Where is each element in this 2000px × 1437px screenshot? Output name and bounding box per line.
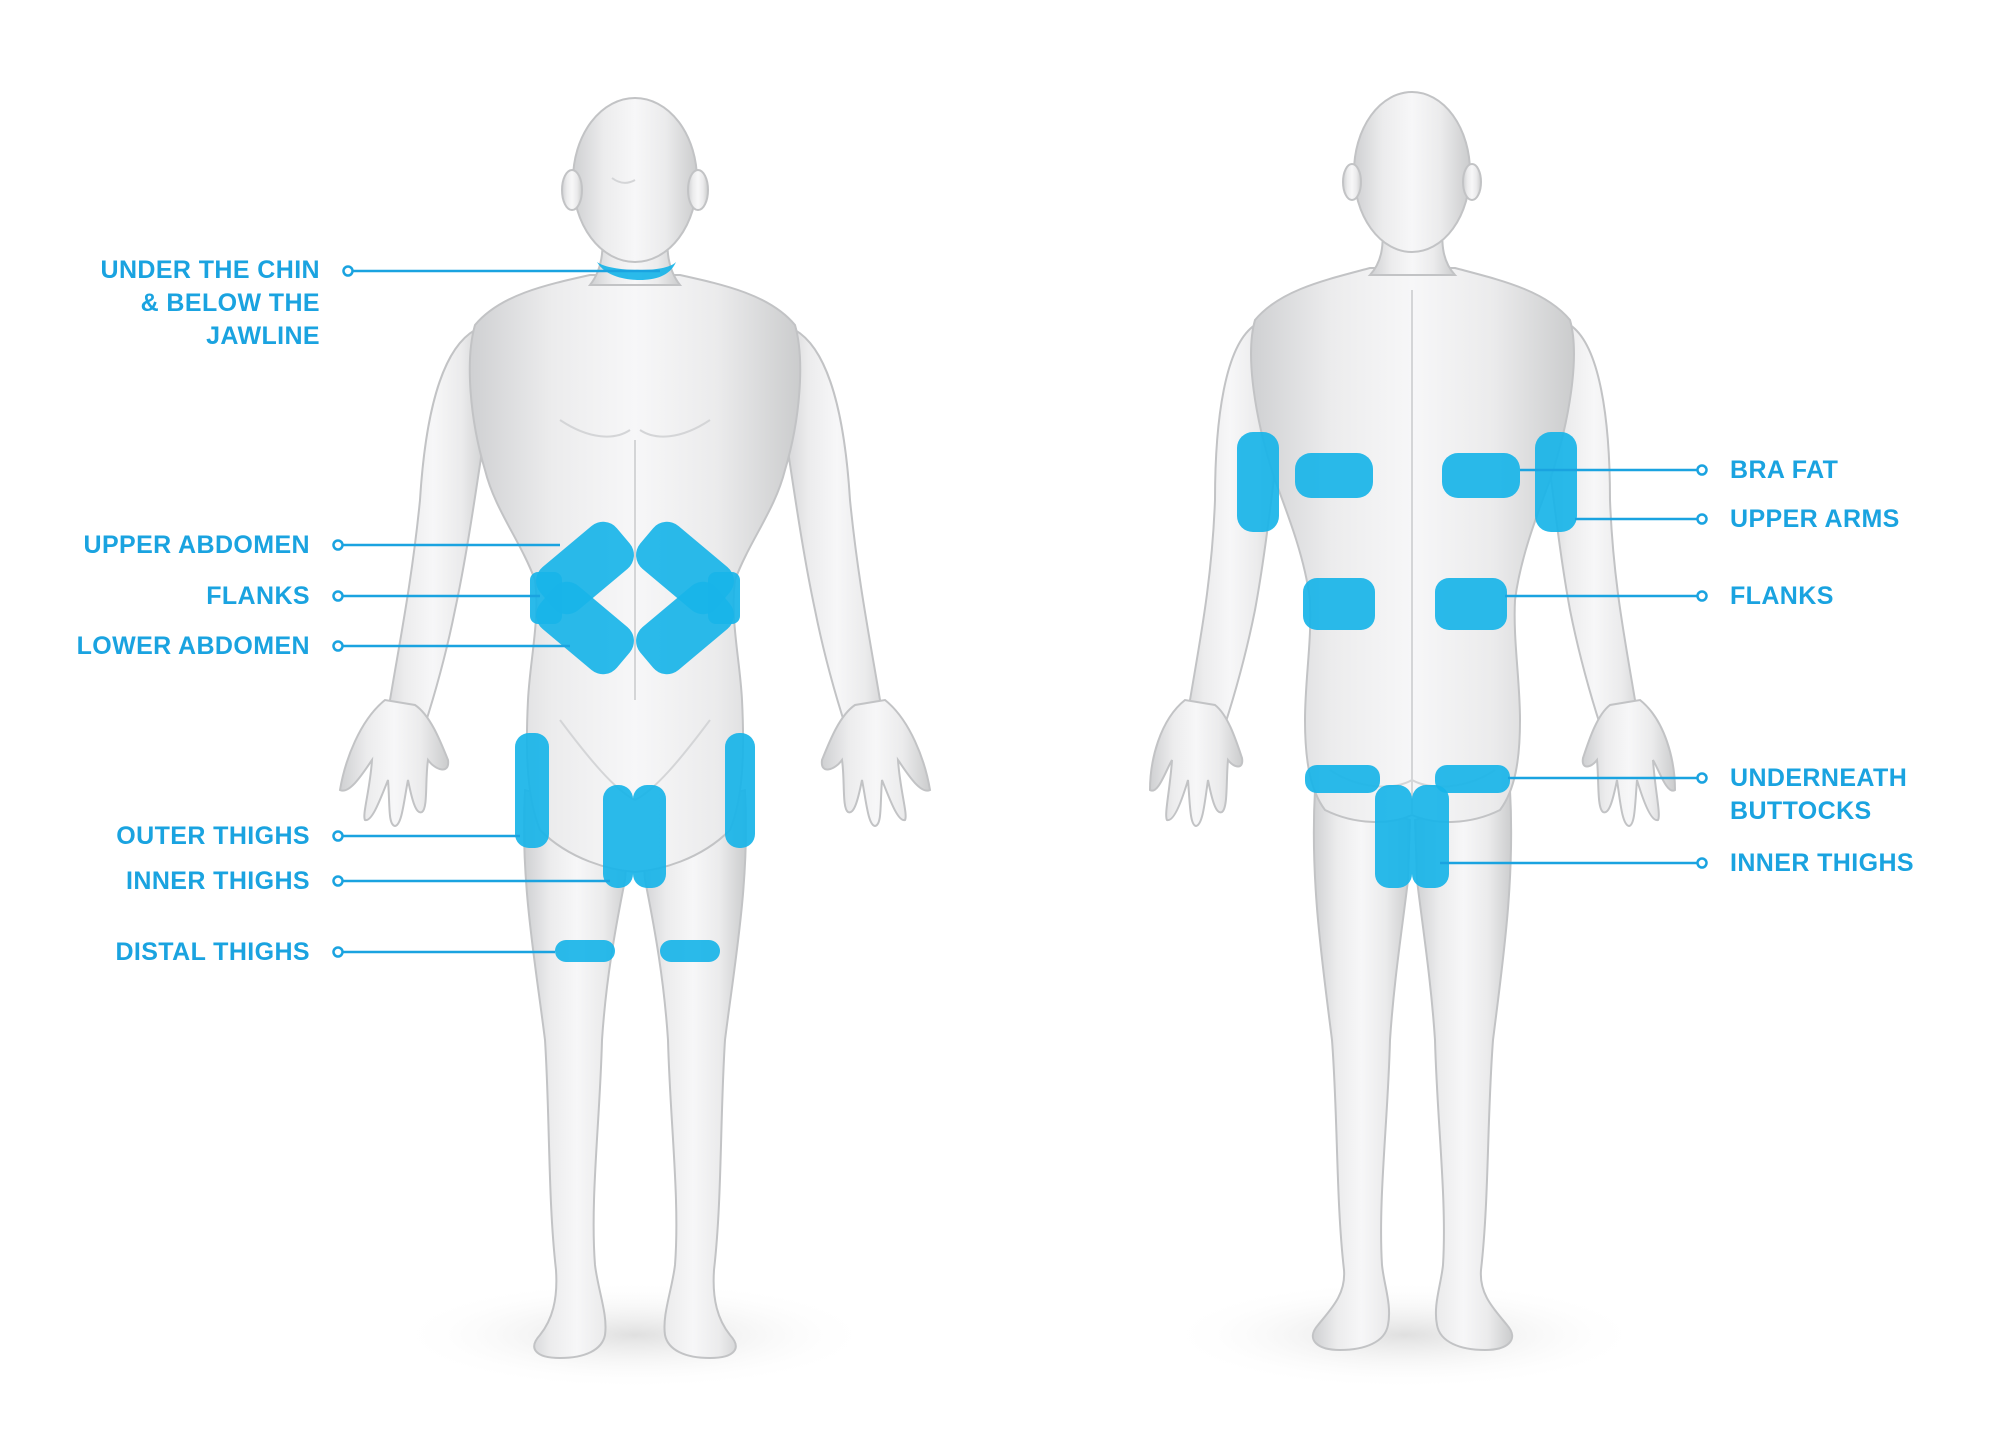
- anchor-dot: [1696, 772, 1708, 784]
- anchor-dot: [1696, 857, 1708, 869]
- label-upper-abdomen: UPPER ABDOMEN: [83, 531, 310, 559]
- anchor-dot: [332, 875, 344, 887]
- label-underneath-buttocks: UNDERNEATH BUTTOCKS: [1730, 762, 1907, 828]
- zone-distal-thigh-right: [660, 940, 720, 962]
- label-line: UNDERNEATH: [1730, 764, 1908, 792]
- zone-under-buttock-left: [1305, 765, 1380, 793]
- zone-upper-arm-left: [1237, 432, 1279, 532]
- zone-inner-thigh-right: [633, 785, 666, 888]
- label-line: & BELOW THE: [140, 289, 320, 317]
- label-upper-arms: UPPER ARMS: [1730, 505, 1900, 533]
- anchor-dot: [1696, 464, 1708, 476]
- back-floor-shadow: [1165, 1280, 1645, 1390]
- zone-upper-arm-right: [1535, 432, 1577, 532]
- zone-under-buttock-right: [1435, 765, 1510, 793]
- anchor-dot: [332, 830, 344, 842]
- front-floor-shadow: [395, 1280, 875, 1390]
- back-zones: [1237, 432, 1577, 888]
- label-inner-thighs-front: INNER THIGHS: [126, 867, 310, 895]
- anchor-dot: [332, 946, 344, 958]
- front-body-figure: [338, 97, 932, 1360]
- label-inner-thighs-back: INNER THIGHS: [1730, 849, 1914, 877]
- label-lower-abdomen: LOWER ABDOMEN: [76, 632, 310, 660]
- zone-outer-thigh-right: [725, 733, 755, 848]
- zone-back-flank-right: [1435, 578, 1507, 630]
- leader-lines: [332, 265, 1708, 958]
- anchor-dot: [332, 590, 344, 602]
- zone-flank-right: [708, 572, 740, 624]
- label-under-the-chin: UNDER THE CHIN & BELOW THE JAWLINE: [101, 254, 321, 353]
- anchor-dot: [332, 640, 344, 652]
- label-line: JAWLINE: [206, 322, 320, 350]
- zone-inner-thigh-left: [603, 785, 633, 888]
- anchor-dot: [342, 265, 354, 277]
- label-outer-thighs: OUTER THIGHS: [116, 822, 310, 850]
- zone-distal-thigh-left: [555, 940, 615, 962]
- anchor-dot: [1696, 513, 1708, 525]
- zone-flank-left: [530, 572, 562, 624]
- label-distal-thighs: DISTAL THIGHS: [115, 938, 310, 966]
- front-zones: [515, 262, 755, 962]
- label-flanks-back: FLANKS: [1730, 582, 1834, 610]
- zone-back-inner-thigh-left: [1375, 785, 1412, 888]
- label-flanks-front: FLANKS: [206, 582, 310, 610]
- zone-bra-fat-left: [1295, 453, 1373, 498]
- anchor-dot: [1696, 590, 1708, 602]
- zone-back-inner-thigh-right: [1412, 785, 1449, 888]
- zone-outer-thigh-left: [515, 733, 549, 848]
- label-line: BUTTOCKS: [1730, 797, 1872, 825]
- label-bra-fat: BRA FAT: [1730, 456, 1839, 484]
- label-line: UNDER THE CHIN: [100, 256, 320, 284]
- anchor-dot: [332, 539, 344, 551]
- zone-back-flank-left: [1303, 578, 1375, 630]
- zone-bra-fat-right: [1442, 453, 1520, 498]
